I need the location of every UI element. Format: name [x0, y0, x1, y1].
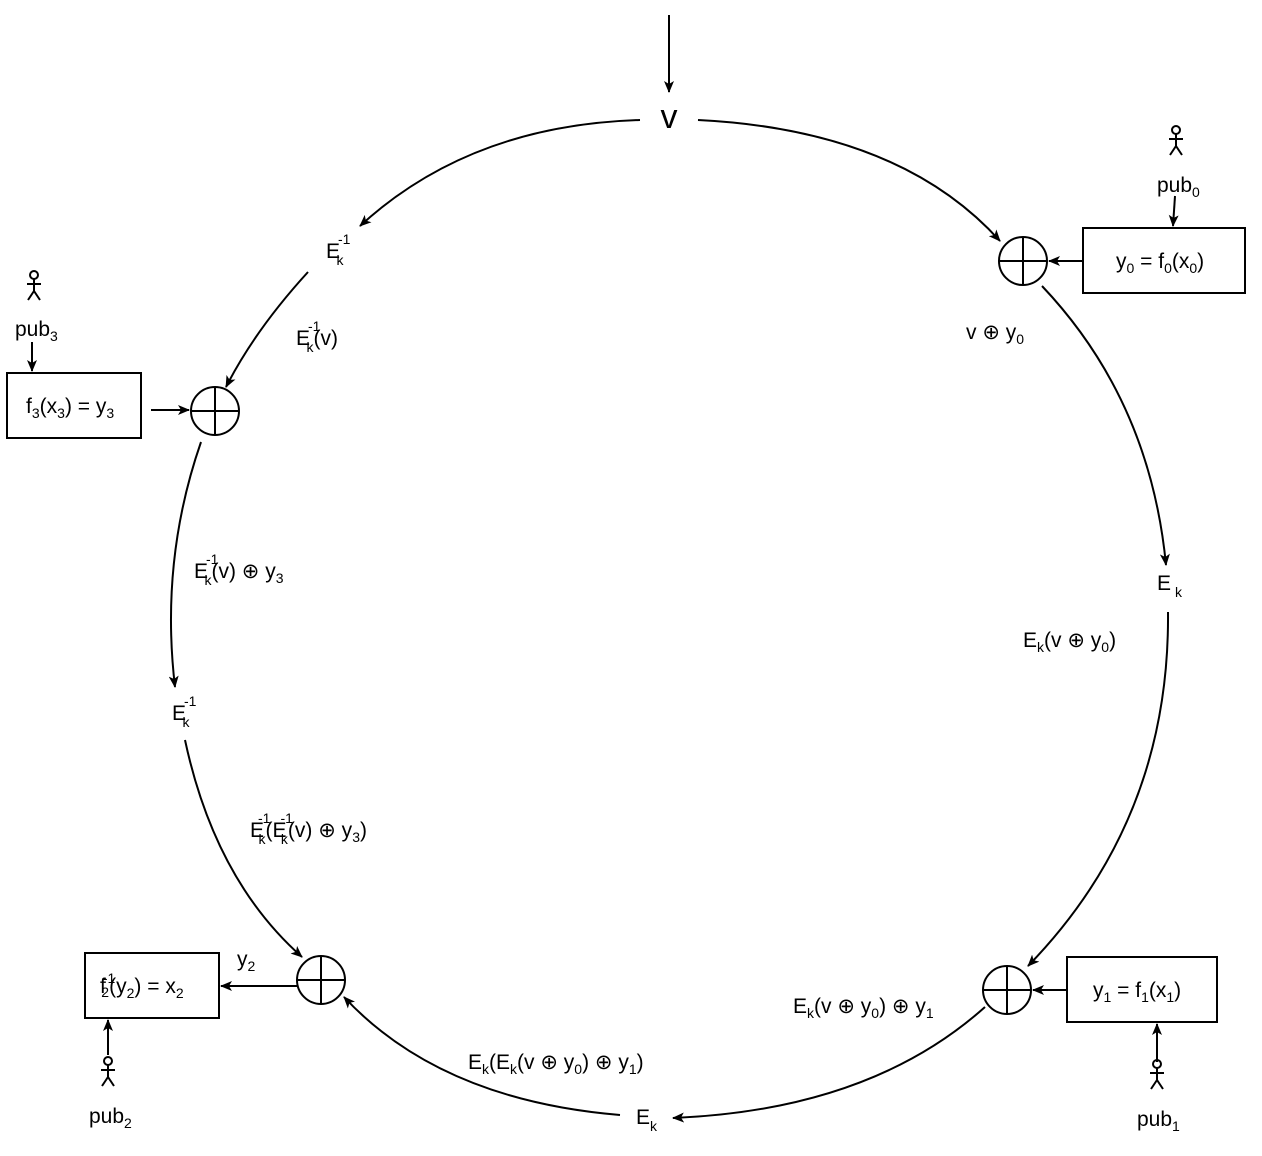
arc-ek2-to-xor2	[343, 996, 621, 1116]
person-icon	[1169, 125, 1183, 156]
xor-node-1	[982, 965, 1032, 1015]
box-y1-f1-text: y1 = f1(x1)	[1093, 979, 1181, 1005]
box-y1-f1	[1066, 956, 1218, 1023]
arc-xor3-to-ekinv2	[168, 441, 202, 688]
arc-ekinv1-to-xor3	[225, 271, 309, 388]
box-y0-f0	[1082, 227, 1246, 294]
actor-label-pub2: pub2	[89, 1105, 132, 1131]
actor-label-pub1: pub1	[1137, 1108, 1180, 1134]
arc-xor0-to-ek1	[1041, 285, 1170, 566]
actor-label-pub3: pub3	[15, 318, 58, 344]
box-y0-f0-text: y0 = f0(x0)	[1116, 250, 1204, 276]
label-ek-ek-full: Ek(Ek(v ⊕ y0) ⊕ y1)	[468, 1051, 644, 1077]
input-v-label: v	[661, 98, 678, 136]
xor-node-3	[190, 386, 240, 436]
xor-node-0	[998, 236, 1048, 286]
box-f3-x3-text: f3(x3) = y3	[26, 395, 114, 421]
box-f3-x3	[6, 372, 142, 439]
arc-v-to-ekinv1	[359, 119, 641, 227]
arc-ekinv2-to-xor2	[184, 739, 303, 958]
label-ek-v-xor-y0-xor-y1: Ek(v ⊕ y0) ⊕ y1	[793, 995, 934, 1021]
box-f2-inverse	[84, 952, 220, 1019]
arc-xor1-to-ek2	[672, 1006, 986, 1123]
person-icon	[27, 270, 41, 301]
arrow-pub0-to-box0	[1168, 195, 1179, 227]
label-y2-output: y2	[237, 948, 256, 974]
actor-label-pub0: pub0	[1157, 174, 1200, 200]
node-ek-2: Ek	[636, 1106, 658, 1134]
person-icon	[101, 1056, 115, 1087]
arc-ek1-to-xor1	[1027, 611, 1170, 967]
arc-v-to-xor0	[697, 119, 1001, 242]
label-ek-v-xor-y0: Ek(v ⊕ y0)	[1023, 629, 1116, 655]
person-icon	[1150, 1059, 1164, 1090]
label-v-xor-y0: v ⊕ y0	[966, 321, 1024, 347]
xor-node-2	[296, 955, 346, 1005]
